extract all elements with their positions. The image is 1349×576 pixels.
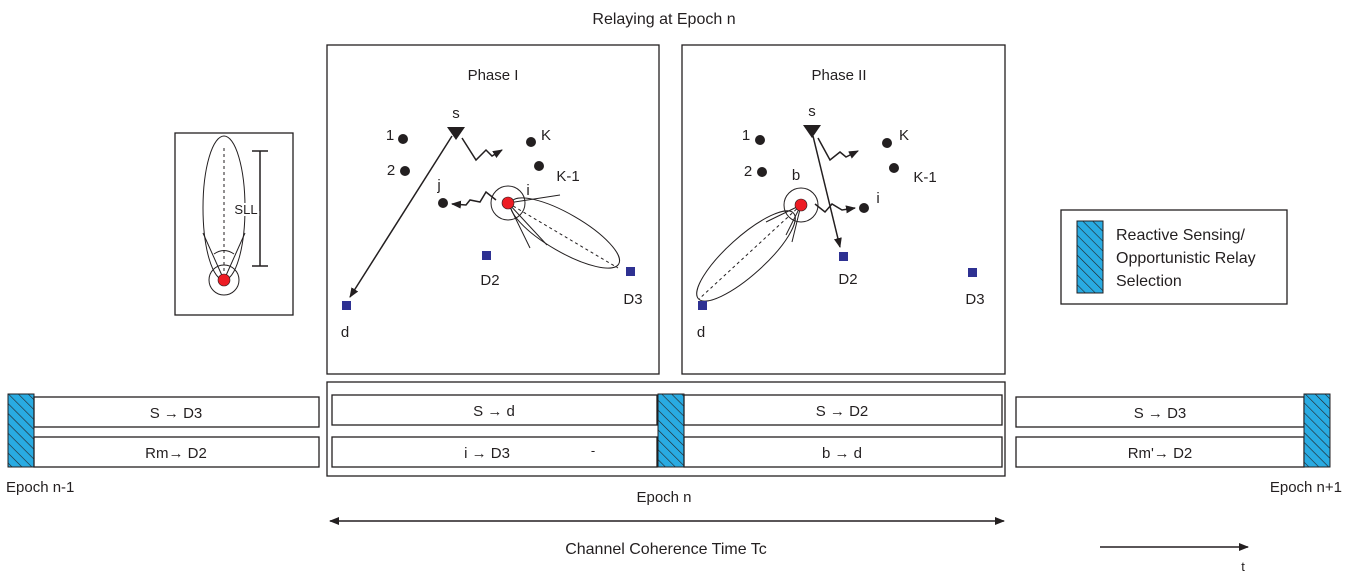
next-top-slot: S → D3 bbox=[1134, 405, 1187, 422]
time-axis-label: t bbox=[1241, 559, 1245, 574]
label-i: i bbox=[526, 182, 529, 199]
node-K bbox=[882, 138, 892, 148]
legend: Reactive Sensing/ Opportunistic Relay Se… bbox=[1060, 209, 1288, 305]
destination-d bbox=[698, 301, 707, 310]
phase2-panel: Phase II s 1 2 K K-1 i b d D2 D3 bbox=[681, 44, 1006, 375]
hatch-slot bbox=[657, 393, 685, 468]
label-K: K bbox=[899, 127, 909, 144]
time-axis: t bbox=[1100, 543, 1249, 574]
coherence-label: Channel Coherence Time Tc bbox=[565, 541, 767, 558]
hatch-slot bbox=[1303, 393, 1331, 468]
hatch-swatch bbox=[1076, 220, 1104, 294]
label-2: 2 bbox=[744, 163, 752, 180]
node-K bbox=[526, 137, 536, 147]
epoch-prev-label: Epoch n-1 bbox=[6, 479, 74, 496]
node-1 bbox=[398, 134, 408, 144]
sll-label: SLL bbox=[234, 202, 257, 217]
legend-line3: Selection bbox=[1116, 273, 1182, 290]
label-s: s bbox=[452, 105, 460, 122]
node-j bbox=[438, 198, 448, 208]
epoch-prev: S → D3 Rm→ D2 Epoch n-1 bbox=[6, 393, 320, 496]
next-bottom-slot: Rm'→ D2 bbox=[1128, 445, 1193, 462]
phase1-title: Phase I bbox=[468, 67, 519, 84]
cur-phase2-bottom-slot: b → d bbox=[822, 445, 862, 462]
node-K-1 bbox=[534, 161, 544, 171]
label-K: K bbox=[541, 127, 551, 144]
label-D3: D3 bbox=[965, 291, 984, 308]
destination-D3 bbox=[968, 268, 977, 277]
coherence-time: Channel Coherence Time Tc bbox=[329, 517, 1005, 558]
node-1 bbox=[755, 135, 765, 145]
relay-node-i bbox=[501, 196, 515, 210]
label-d: d bbox=[697, 324, 705, 341]
destination-D2 bbox=[839, 252, 848, 261]
label-1: 1 bbox=[386, 127, 394, 144]
epoch-next: S → D3 Rm'→ D2 Epoch n+1 bbox=[1015, 393, 1342, 496]
phase1-panel: Phase I s 1 2 K K-1 j i d D2 bbox=[326, 44, 660, 375]
diagram-title: Relaying at Epoch n bbox=[592, 11, 735, 28]
label-b: b bbox=[792, 167, 800, 184]
destination-D2 bbox=[482, 251, 491, 260]
node-2 bbox=[757, 167, 767, 177]
cur-phase1-top-slot: S → d bbox=[473, 403, 515, 420]
cur-phase1-mark: - bbox=[591, 443, 595, 458]
epoch-next-label: Epoch n+1 bbox=[1270, 479, 1342, 496]
label-D2: D2 bbox=[480, 272, 499, 289]
prev-bottom-slot: Rm→ D2 bbox=[145, 445, 207, 462]
label-2: 2 bbox=[387, 162, 395, 179]
label-j: j bbox=[436, 177, 440, 194]
source-node bbox=[447, 127, 465, 140]
label-K-1: K-1 bbox=[913, 169, 936, 186]
node-i bbox=[859, 203, 869, 213]
epoch-cur-label: Epoch n bbox=[636, 489, 691, 506]
source-node bbox=[803, 125, 821, 138]
relay-node-b bbox=[794, 198, 808, 212]
epoch-current: S → d i → D3 - S → D2 b → d Epoch n bbox=[326, 381, 1006, 506]
cur-phase1-bottom-slot: i → D3 bbox=[464, 445, 510, 462]
prev-top-slot: S → D3 bbox=[150, 405, 203, 422]
node-2 bbox=[400, 166, 410, 176]
destination-d bbox=[342, 301, 351, 310]
label-D3: D3 bbox=[623, 291, 642, 308]
legend-line1: Reactive Sensing/ bbox=[1116, 227, 1246, 244]
label-D2: D2 bbox=[838, 271, 857, 288]
legend-line2: Opportunistic Relay bbox=[1116, 250, 1256, 267]
phase2-title: Phase II bbox=[811, 67, 866, 84]
cur-phase2-top-slot: S → D2 bbox=[816, 403, 869, 420]
destination-D3 bbox=[626, 267, 635, 276]
label-1: 1 bbox=[742, 127, 750, 144]
node-K-1 bbox=[889, 163, 899, 173]
relay-node bbox=[217, 273, 231, 287]
hatch-slot bbox=[7, 393, 35, 468]
label-s: s bbox=[808, 103, 816, 120]
label-K-1: K-1 bbox=[556, 168, 579, 185]
label-i: i bbox=[876, 190, 879, 207]
beam-pattern-inset: SLL bbox=[174, 132, 294, 316]
label-d: d bbox=[341, 324, 349, 341]
